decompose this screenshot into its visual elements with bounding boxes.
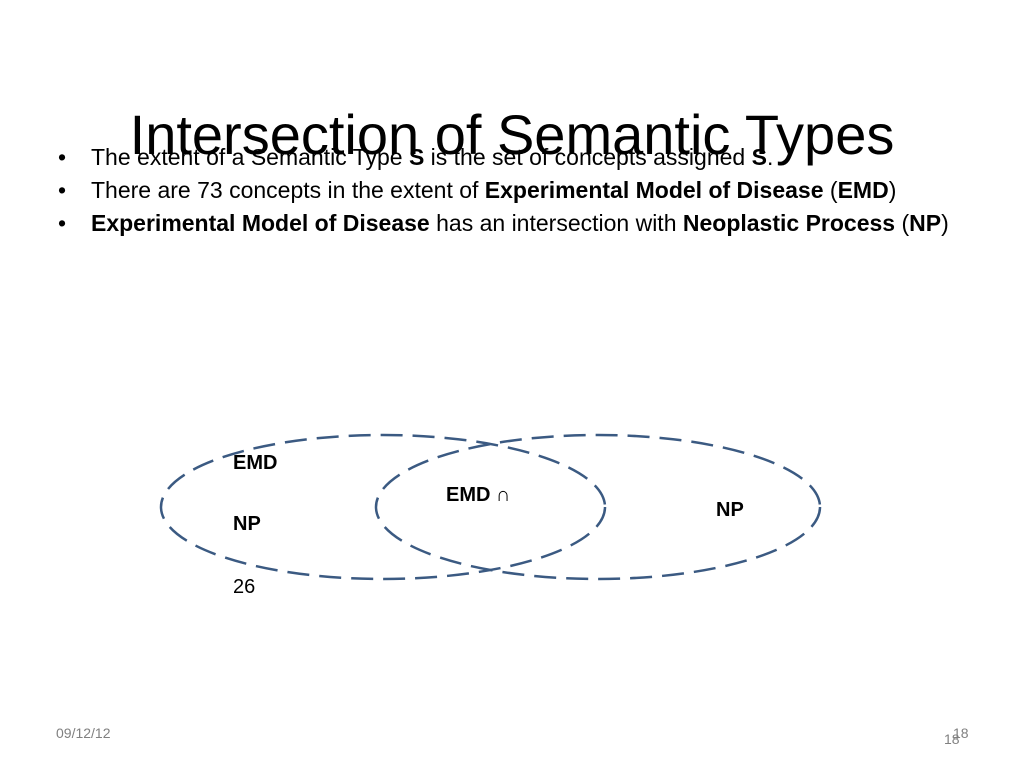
bullet-text: ) <box>941 210 949 236</box>
venn-label-np-left: NP <box>233 513 261 535</box>
venn-ellipse-np <box>374 433 822 581</box>
footer-page-number-overlay: 18 <box>944 731 960 747</box>
bullet-text: ) <box>888 177 897 203</box>
bullet-bold-text: Neoplastic Process <box>682 210 896 236</box>
bullet-item: •There are 73 concepts in the extent of … <box>58 177 988 203</box>
bullet-bold-text: Experimental Model of Disease <box>91 210 430 236</box>
venn-label-intersection: EMD ∩ <box>446 484 511 506</box>
bullet-dot: • <box>58 210 67 236</box>
bullet-text: ( <box>823 177 838 203</box>
bullet-text: is the set of concepts assigned <box>424 144 752 170</box>
bullet-text: There are 73 concepts in the extent of <box>91 177 485 203</box>
venn-label-emd: EMD <box>233 452 278 474</box>
bullet-text: ( <box>895 210 910 236</box>
footer-page-number: 18 <box>953 725 969 741</box>
bullet-dot: • <box>58 144 67 170</box>
bullet-bold-text: NP <box>909 210 942 236</box>
bullet-dot: • <box>58 177 67 203</box>
bullet-bold-text: S <box>751 144 767 170</box>
bullet-bold-text: Experimental Model of Disease <box>484 177 824 203</box>
venn-ellipse-emd <box>159 433 607 581</box>
bullet-item: • Experimental Model of Disease has an in… <box>58 210 988 236</box>
bullet-item: • The extent of a Semantic Type S is the … <box>58 144 988 170</box>
bullet-text: . <box>766 144 774 170</box>
bullet-bold-text: S <box>408 144 425 170</box>
venn-count-26: 26 <box>233 576 256 598</box>
bullet-bold-text: EMD <box>837 177 889 203</box>
bullet-text: has an intersection with <box>429 210 683 236</box>
footer-date: 09/12/12 <box>56 725 111 741</box>
slide-title: Intersection of Semantic Types <box>129 102 895 166</box>
bullet-text: The extent of a Semantic Type <box>91 144 409 170</box>
bullet-list: • The extent of a Semantic Type S is the … <box>58 144 988 243</box>
venn-label-np-right: NP <box>716 499 744 521</box>
